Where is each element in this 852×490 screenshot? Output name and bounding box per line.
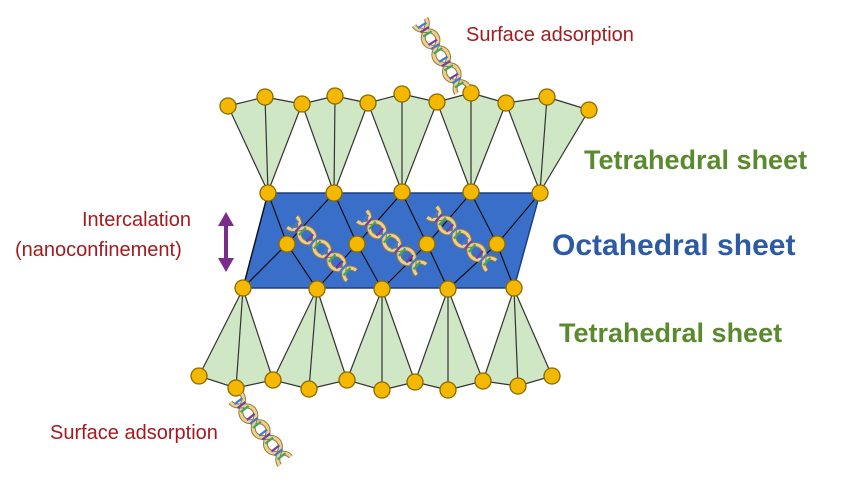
tetrahedral-sheet-bottom [198,288,553,391]
octahedral-sheet-label: Octahedral sheet [552,229,796,262]
intercalation-label: Intercalation [82,209,191,231]
atoms [190,84,598,399]
nanoconfinement-label: (nanoconfinement) [15,239,182,261]
surface-adsorption-label-bottom: Surface adsorption [50,422,218,444]
double-arrow-icon [218,212,234,272]
atom-icon [190,84,598,399]
dna-surface-bottom [230,394,290,466]
surface-adsorption-label-top: Surface adsorption [466,24,634,46]
tetrahedral-sheet-top [227,92,590,194]
tetrahedral-sheet-label-top: Tetrahedral sheet [584,145,808,175]
tetrahedral-sheet-label-bottom: Tetrahedral sheet [559,318,783,348]
octahedral-sheet [242,192,541,290]
dna-surface-top [414,18,468,93]
